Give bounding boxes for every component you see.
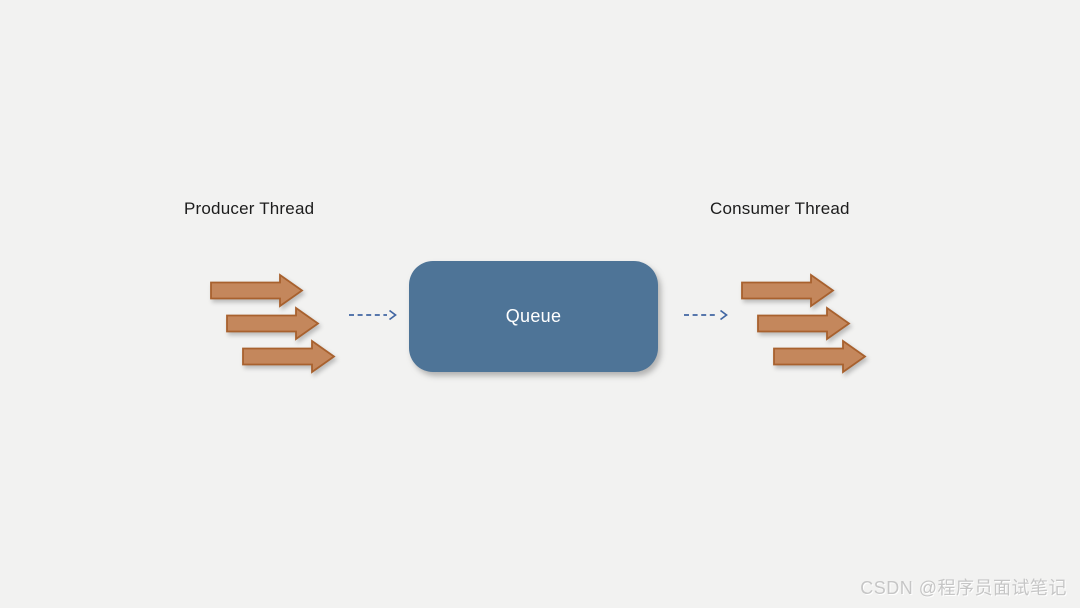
consumer-thread-label: Consumer Thread — [710, 199, 850, 218]
queue-label: Queue — [505, 306, 562, 326]
producer-thread-label: Producer Thread — [184, 199, 315, 218]
consumer-arrow-icon — [741, 273, 835, 308]
dashed-arrow-right-icon — [684, 309, 728, 321]
producer-arrow-icon — [242, 339, 336, 374]
consumer-arrow-icon — [757, 306, 851, 341]
producer-arrow-icon — [210, 273, 304, 308]
dashed-arrow-right-icon — [349, 309, 397, 321]
producer-arrow-icon — [226, 306, 320, 341]
consumer-arrow-icon — [773, 339, 867, 374]
queue-node: Queue — [409, 261, 658, 372]
csdn-watermark: CSDN @程序员面试笔记 — [860, 578, 1067, 598]
